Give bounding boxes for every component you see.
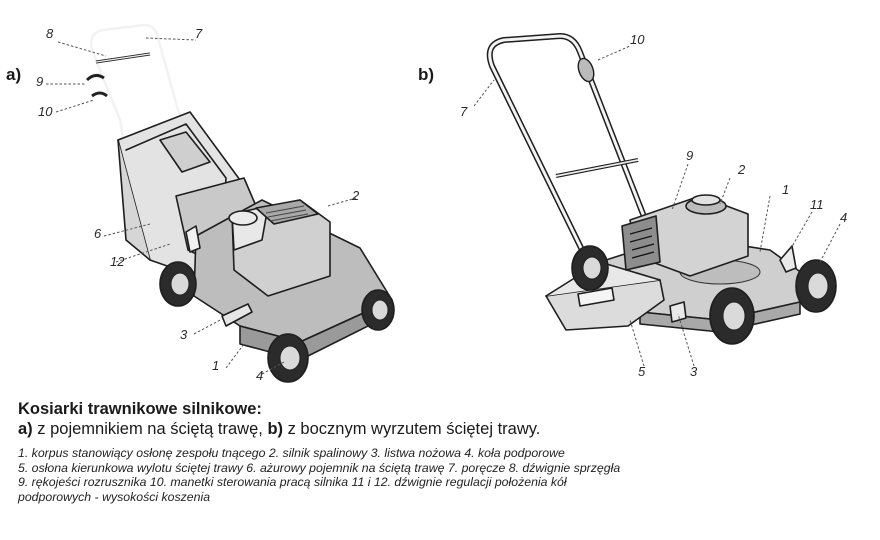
callout-a-2: 2	[351, 188, 360, 203]
callout-a-6: 6	[94, 226, 102, 241]
mower-a-drawing	[85, 23, 395, 383]
legend-line: 5. osłona kierunkowa wylotu ściętej traw…	[18, 460, 621, 475]
callout-b-4: 4	[840, 210, 847, 225]
caption-subtitle: a) z pojemnikiem na ściętą trawę, b) z b…	[18, 419, 868, 440]
callout-b-2: 2	[737, 162, 746, 177]
callout-b-10: 10	[630, 32, 645, 47]
mower-b-drawing	[486, 33, 837, 345]
caption-sub-b-text: z bocznym wyrzutem ściętej trawy.	[283, 420, 541, 438]
caption-title: Kosiarki trawnikowe silnikowe:	[18, 400, 262, 418]
callout-a-12: 12	[110, 254, 125, 269]
callout-a-10: 10	[38, 104, 53, 119]
mower-b-leaders	[473, 45, 841, 367]
callout-b-11: 11	[810, 197, 824, 212]
mower-illustration: a) 8 7 9 10 2 6 12 3 1 4	[6, 23, 847, 383]
callout-b-3: 3	[690, 364, 698, 379]
callout-a-1: 1	[212, 358, 219, 373]
caption-sub-a-text: z pojemnikiem na ściętą trawę,	[32, 420, 268, 438]
callout-b-9: 9	[686, 148, 693, 163]
mower-a-leaders	[46, 37, 357, 375]
parts-legend: 1. korpus stanowiący osłonę zespołu tnąc…	[18, 446, 868, 504]
caption-sub-b-label: b)	[267, 420, 284, 438]
figure-caption: Kosiarki trawnikowe silnikowe: a) z poje…	[18, 399, 868, 504]
callout-b-5: 5	[638, 364, 646, 379]
callout-a-9: 9	[36, 74, 43, 89]
panel-label-b: b)	[418, 65, 434, 84]
callout-b-7: 7	[460, 104, 468, 119]
legend-line: 1. korpus stanowiący osłonę zespołu tnąc…	[18, 446, 565, 460]
callout-a-8: 8	[46, 26, 54, 41]
panel-label-a: a)	[6, 65, 21, 84]
callout-a-7: 7	[195, 26, 203, 41]
callout-a-3: 3	[180, 327, 188, 342]
legend-line: 9. rękojeści rozrusznika 10. manetki ste…	[18, 475, 567, 490]
caption-sub-a-label: a)	[18, 420, 33, 438]
callout-a-4: 4	[256, 368, 263, 383]
legend-line: podporowych - wysokości koszenia	[18, 489, 211, 504]
callout-b-1: 1	[782, 182, 789, 197]
